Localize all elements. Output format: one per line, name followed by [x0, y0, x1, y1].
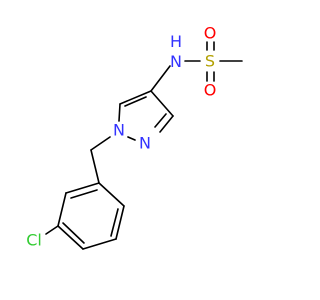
bond-b4-b5-inner	[62, 222, 85, 244]
atom-o-bottom: O	[204, 81, 217, 100]
bond-b5-cl	[45, 225, 59, 235]
bond-ch2-c1	[90, 149, 100, 184]
atom-labels: N H S O O N N Cl	[26, 24, 216, 250]
bond-c5-n1	[118, 103, 121, 122]
bond-n1-ch2	[90, 136, 111, 151]
molecule-structure: N H S O O N N Cl	[26, 24, 243, 250]
bond-c3-c4	[150, 90, 174, 117]
bond-n2-c3-inner	[154, 113, 167, 128]
atom-nh: N	[170, 52, 182, 71]
bond-b2-b3	[115, 205, 125, 240]
atom-nh-symbol: N	[170, 52, 182, 71]
bond-b6-b1	[65, 182, 100, 194]
bond-n2-c3	[159, 115, 174, 133]
atom-n1: N	[113, 121, 125, 140]
bond-b1-b2	[98, 182, 125, 207]
bond-c4-c5-inner	[124, 96, 147, 107]
molecule-canvas: N H S O O N N Cl	[26, 24, 243, 250]
atom-n2: N	[139, 134, 151, 153]
bond-n1-n2	[127, 136, 136, 141]
atom-nh-hydrogen: H	[170, 32, 182, 51]
bond-b2-b3-inner	[110, 208, 119, 237]
bonds	[45, 41, 243, 250]
atom-nh-h: H	[170, 32, 182, 51]
atom-o-top: O	[204, 24, 217, 43]
bond-b4-b5	[57, 225, 84, 250]
bond-nh-c4	[150, 65, 171, 92]
bond-b3-b4	[82, 238, 117, 250]
atom-cl: Cl	[26, 231, 42, 250]
bond-b5-b6	[57, 192, 67, 227]
bond-b6-b1-inner	[70, 189, 98, 199]
atom-s: S	[205, 52, 215, 71]
bond-c4-c5	[119, 90, 152, 105]
